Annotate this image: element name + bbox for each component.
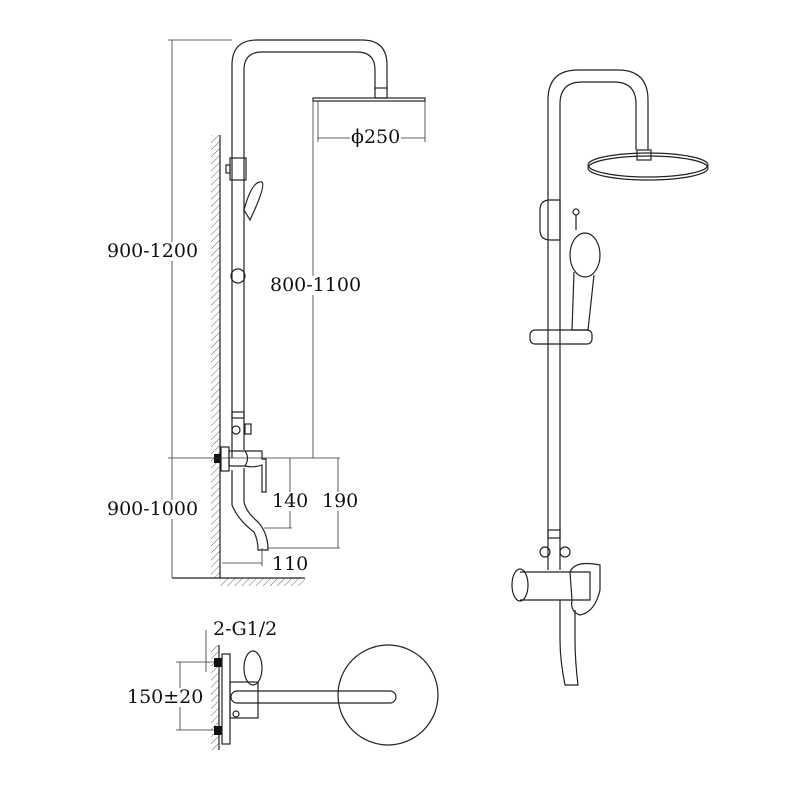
top-wall-hatch <box>211 645 219 750</box>
persp-diverter <box>539 546 551 558</box>
inlet-block <box>214 454 221 463</box>
top-screw <box>232 710 240 718</box>
persp-hand-shower-head <box>569 232 601 278</box>
valve-handle <box>244 450 267 493</box>
persp-bracket-screw <box>572 208 580 216</box>
head-connector <box>374 87 388 99</box>
dim-inlet-spec: 2-G1/2 <box>212 618 279 640</box>
pipe-joint <box>231 411 245 419</box>
persp-connector <box>636 149 652 161</box>
persp-diverter-2 <box>559 546 571 558</box>
dim-inlet-spacing: 150±20 <box>126 686 205 708</box>
top-valve-body <box>229 681 259 719</box>
persp-slider <box>529 329 593 345</box>
wall-hatch <box>211 135 220 578</box>
escutcheon <box>220 446 230 472</box>
dim-head-height: 800-1100 <box>269 274 363 296</box>
top-spout <box>230 690 397 704</box>
dim-spout-140: 140 <box>271 490 310 512</box>
persp-valve-body <box>520 571 591 601</box>
top-hand-shower <box>243 650 263 686</box>
persp-joint <box>547 529 561 539</box>
persp-valve-handle <box>569 562 601 616</box>
dim-valve-height: 900-1000 <box>106 498 200 520</box>
wall-anchor <box>225 164 231 174</box>
dim-total-height: 900-1200 <box>106 240 200 262</box>
persp-spout <box>559 600 579 686</box>
riser-pipe <box>231 39 388 458</box>
hand-shower <box>243 181 264 222</box>
persp-riser <box>547 69 649 570</box>
top-escutcheon <box>221 653 231 745</box>
dim-head-diameter: ϕ250 <box>350 126 402 148</box>
perspective-view <box>511 69 709 686</box>
dim-spout-190: 190 <box>321 490 360 512</box>
persp-top-bracket <box>539 199 561 241</box>
slider-knob <box>230 268 246 284</box>
inlet-block-upper <box>214 658 222 667</box>
top-rain-head <box>337 644 439 746</box>
persp-hand-shower-handle <box>571 271 595 331</box>
rain-shower-head <box>312 97 426 102</box>
top-view <box>176 630 439 750</box>
floor-hatch <box>220 578 305 586</box>
persp-escutcheon <box>511 568 529 602</box>
diverter-knob <box>231 425 241 435</box>
inlet-block-lower <box>214 726 222 735</box>
persp-rain-head-top <box>587 152 709 178</box>
diverter-lever <box>244 423 252 435</box>
bath-spout <box>231 468 269 551</box>
dim-spout-110: 110 <box>271 553 310 575</box>
persp-rain-head <box>587 155 709 181</box>
